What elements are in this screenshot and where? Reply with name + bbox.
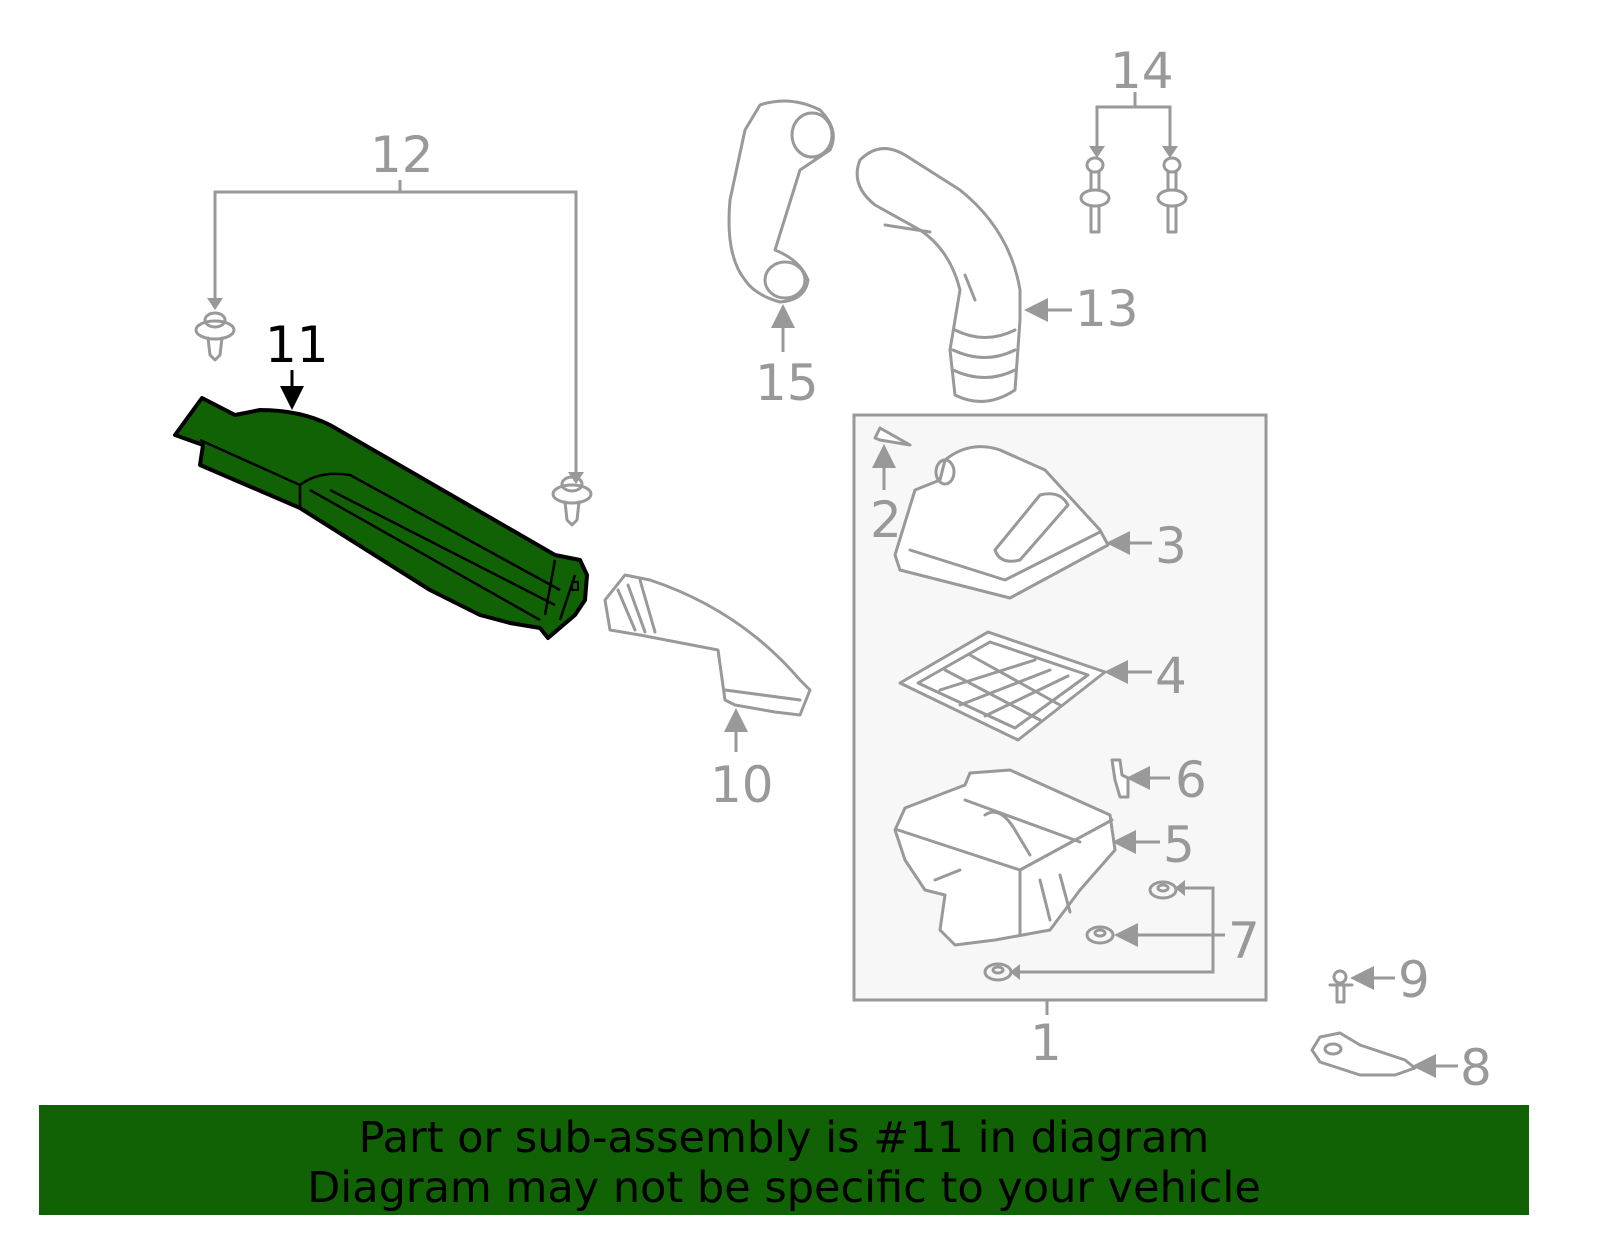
- banner-line-2: Diagram may not be specific to your vehi…: [307, 1163, 1261, 1213]
- part-14-bolts[interactable]: [1079, 92, 1188, 234]
- banner-line-1: Part or sub-assembly is #11 in diagram: [358, 1113, 1210, 1163]
- callout-2: 2: [870, 491, 902, 549]
- callout-1: 1: [1030, 1014, 1062, 1072]
- callout-4: 4: [1155, 647, 1187, 705]
- callout-15: 15: [755, 354, 819, 412]
- part-13-hose[interactable]: [855, 147, 1072, 403]
- callout-12: 12: [370, 126, 434, 184]
- part-15-hose[interactable]: [727, 99, 835, 352]
- part-10-inlet-hose[interactable]: [603, 573, 812, 752]
- callout-11: 11: [265, 316, 329, 374]
- part-4-filter[interactable]: [898, 630, 1152, 742]
- callout-14: 14: [1110, 42, 1174, 100]
- part-6[interactable]: [1110, 758, 1170, 799]
- part-5-housing[interactable]: [893, 768, 1160, 947]
- callout-10: 10: [710, 756, 774, 814]
- callout-7: 7: [1228, 912, 1260, 970]
- callout-8: 8: [1460, 1039, 1492, 1097]
- part-8-bracket[interactable]: [1310, 1031, 1458, 1078]
- part-12-clips[interactable]: [194, 180, 593, 527]
- part-7-grommets[interactable]: [983, 880, 1225, 982]
- callout-13: 13: [1075, 280, 1139, 338]
- callout-3: 3: [1155, 517, 1187, 575]
- part-9-bolt[interactable]: [1328, 966, 1395, 1004]
- callout-6: 6: [1175, 751, 1207, 809]
- callout-5: 5: [1163, 816, 1195, 874]
- part-3-cover[interactable]: [893, 445, 1152, 600]
- info-banner: Part or sub-assembly is #11 in diagram D…: [39, 1105, 1529, 1215]
- part-11-air-duct[interactable]: [173, 370, 589, 640]
- callout-9: 9: [1398, 951, 1430, 1009]
- part-2[interactable]: [872, 426, 912, 490]
